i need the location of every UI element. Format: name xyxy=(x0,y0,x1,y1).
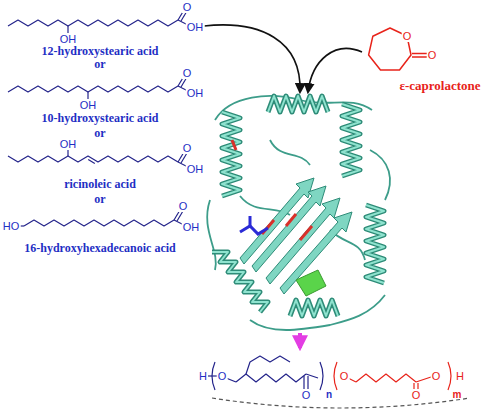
reaction-arrow xyxy=(204,25,300,92)
atom-label: OH xyxy=(186,163,205,175)
atom-label: O xyxy=(411,389,422,401)
atom-label: HO xyxy=(2,220,21,232)
protein-helix xyxy=(222,112,240,196)
compound-name: ricinoleic acid xyxy=(64,177,136,192)
atom-label: O xyxy=(182,1,193,13)
carbon-chain xyxy=(246,356,290,374)
carbon-chain xyxy=(236,374,306,382)
repeat-bracket xyxy=(448,362,451,390)
cyclic-link xyxy=(212,398,470,408)
active-site-residue xyxy=(286,214,296,226)
atom-label: O xyxy=(301,389,312,401)
protein-helix xyxy=(268,96,328,112)
protein-coil xyxy=(270,140,310,165)
single-bond xyxy=(226,378,236,382)
atom-label: O xyxy=(427,49,438,61)
protein-helix xyxy=(290,300,338,316)
protein-coil xyxy=(207,200,216,270)
protein-coil xyxy=(370,150,390,200)
atom-label: O xyxy=(182,67,193,79)
protein-helix xyxy=(222,112,240,196)
protein-coil xyxy=(250,295,385,330)
atom-label: O xyxy=(339,370,350,382)
carbon-chain xyxy=(24,220,174,226)
connector-word: or xyxy=(94,126,105,141)
atom-label: O xyxy=(402,30,413,42)
carbon-chain xyxy=(8,156,178,162)
atom-label: OH xyxy=(182,221,201,233)
protein-helix xyxy=(290,300,338,316)
atom-label: OH xyxy=(59,33,78,45)
protein-helix xyxy=(366,205,384,283)
connector-word: or xyxy=(94,57,105,72)
single-bond xyxy=(67,149,68,156)
repeat-bracket xyxy=(212,362,215,390)
repeat-subscript: n xyxy=(326,389,332,400)
double-bond xyxy=(303,376,304,389)
double-bond xyxy=(181,153,187,163)
active-site-residue xyxy=(300,226,312,240)
atom-label: OH xyxy=(79,99,98,111)
protein-helix xyxy=(268,96,328,112)
protein-sheet xyxy=(240,178,314,264)
atom-label: OH xyxy=(186,87,205,99)
double-bond xyxy=(412,56,427,58)
compound-name: 10-hydroxystearic acid xyxy=(42,111,159,126)
compound-name: 12-hydroxystearic acid xyxy=(42,44,159,59)
double-bond xyxy=(307,376,308,389)
atom-label: O xyxy=(178,200,189,212)
atom-label: O xyxy=(217,370,228,382)
reaction-arrow xyxy=(298,333,302,348)
atom-label: H xyxy=(198,370,208,382)
carbon-chain xyxy=(8,86,178,92)
atom-label: O xyxy=(182,142,193,154)
atom-label: O xyxy=(431,370,442,382)
bound-ligand xyxy=(240,226,268,234)
protein-helix xyxy=(342,104,360,176)
repeat-bracket xyxy=(334,362,337,390)
protein-helix xyxy=(342,104,360,176)
double-bond xyxy=(177,211,183,221)
protein-region xyxy=(296,270,326,296)
repeat-subscript: m xyxy=(453,389,462,400)
double-bond xyxy=(88,160,95,164)
atom-label: OH xyxy=(59,138,78,150)
atom-label: OH xyxy=(186,21,205,33)
protein-helix xyxy=(366,205,384,283)
atom-label: H xyxy=(455,370,465,382)
bound-ligand xyxy=(249,216,252,226)
carbon-chain xyxy=(356,374,416,382)
compound-name: 16-hydroxyhexadecanoic acid xyxy=(24,241,175,256)
repeat-bracket xyxy=(320,362,323,390)
compound-name: ε-caprolactone xyxy=(399,78,480,94)
double-bond xyxy=(412,53,427,55)
connector-word: or xyxy=(94,192,105,207)
active-site-residue xyxy=(232,140,236,150)
reaction-arrow xyxy=(308,48,362,92)
single-bond xyxy=(416,377,431,382)
carbon-chain xyxy=(8,20,178,26)
single-bond xyxy=(306,374,318,378)
